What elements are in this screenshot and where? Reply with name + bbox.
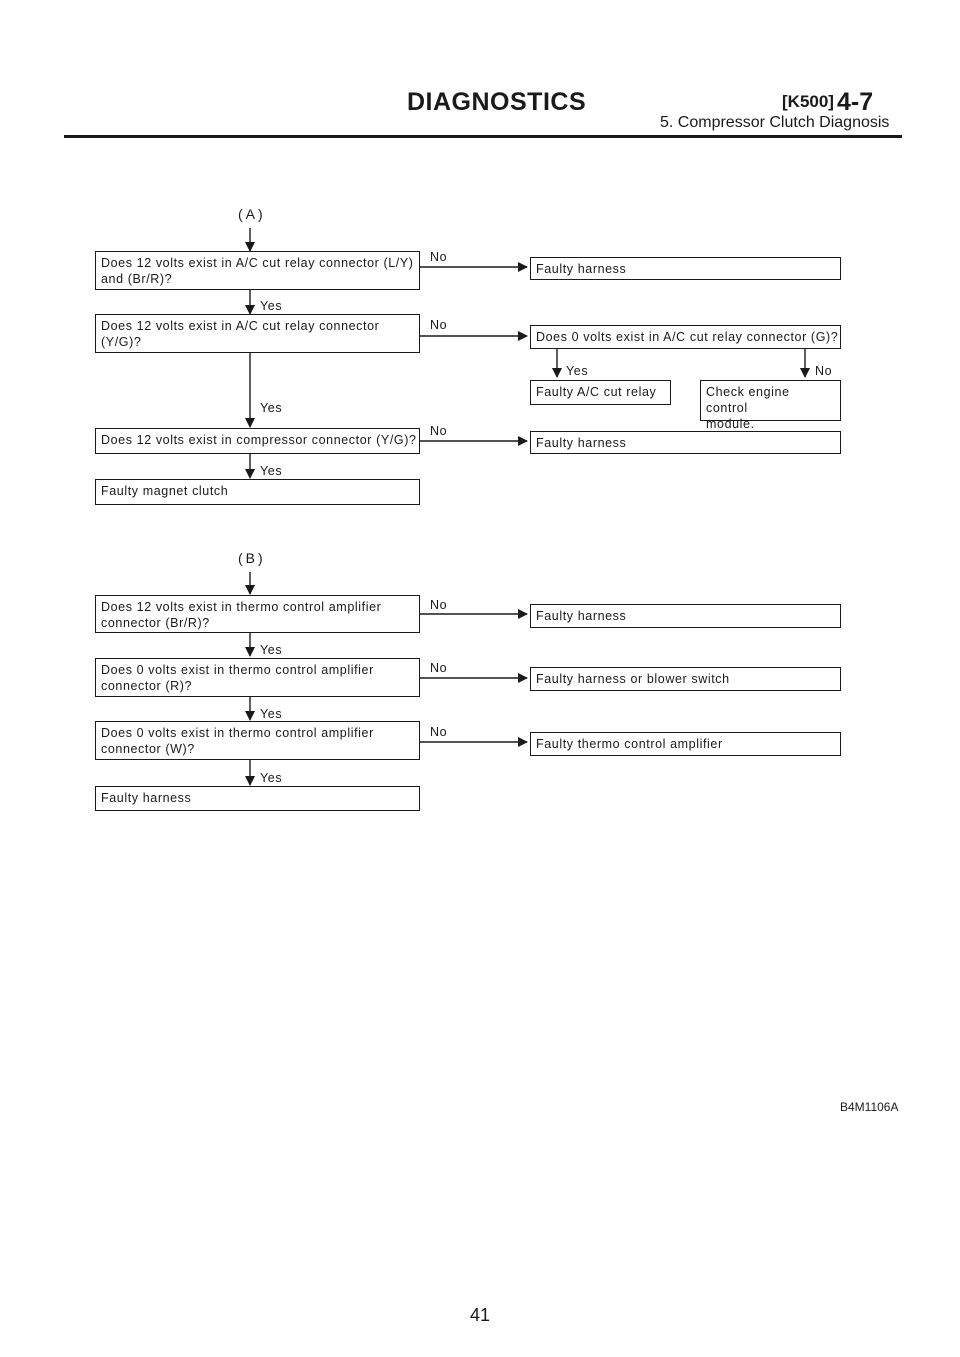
chart-a-start-label: (A) [238,206,266,222]
chart-a-q2-no-label: No [430,318,448,332]
chart-b-result-faulty-harness-blower: Faulty harness or blower switch [530,667,841,691]
chart-a-result-faulty-ac-cut-relay: Faulty A/C cut relay [530,380,671,405]
chart-a-q1-yes-label: Yes [260,299,283,313]
chart-b-start-label: (B) [238,550,266,566]
chart-a-q2-yes-label: Yes [260,401,283,415]
chart-b-q1-yes-label: Yes [260,643,283,657]
chart-a-q3-no-label: No [430,424,448,438]
header-rule [64,135,902,138]
chart-b-question-3: Does 0 volts exist in thermo control amp… [95,721,420,760]
header-subtitle: 5. Compressor Clutch Diagnosis [660,114,890,131]
chart-b-q3-no-label: No [430,725,448,739]
page-number: 41 [470,1305,491,1325]
chart-a-question-2: Does 12 volts exist in A/C cut relay con… [95,314,420,353]
header-section-number: 4-7 [837,88,874,116]
chart-a-question-1: Does 12 volts exist in A/C cut relay con… [95,251,420,290]
chart-a-question-2b: Does 0 volts exist in A/C cut relay conn… [530,325,841,349]
chart-b-q3-yes-label: Yes [260,771,283,785]
chart-a-result-check-ecm: Check engine control module. [700,380,841,431]
header-code: [K500] [782,92,834,111]
figure-id: B4M1106A [840,1100,899,1114]
chart-b-q2-no-label: No [430,661,448,675]
chart-b-question-2: Does 0 volts exist in thermo control amp… [95,658,420,697]
chart-a-q2b-yes-label: Yes [566,364,589,378]
chart-a-q1-no-label: No [430,250,448,264]
chart-a-question-3: Does 12 volts exist in compressor connec… [95,428,420,454]
chart-b-q2-yes-label: Yes [260,707,283,721]
chart-a-result-faulty-magnet-clutch: Faulty magnet clutch [95,479,420,505]
chart-b-result-faulty-harness-1: Faulty harness [530,604,841,628]
chart-a-result-faulty-harness-1: Faulty harness [530,257,841,280]
chart-a-q2b-no-label: No [815,364,833,378]
chart-a-q3-yes-label: Yes [260,464,283,478]
chart-a-result-faulty-harness-2: Faulty harness [530,431,841,454]
chart-b-q1-no-label: No [430,598,448,612]
chart-b-result-faulty-harness-2: Faulty harness [95,786,420,811]
chart-b-result-faulty-thermo-amp: Faulty thermo control amplifier [530,732,841,756]
chart-b-question-1: Does 12 volts exist in thermo control am… [95,595,420,633]
header-title: DIAGNOSTICS [407,88,587,116]
